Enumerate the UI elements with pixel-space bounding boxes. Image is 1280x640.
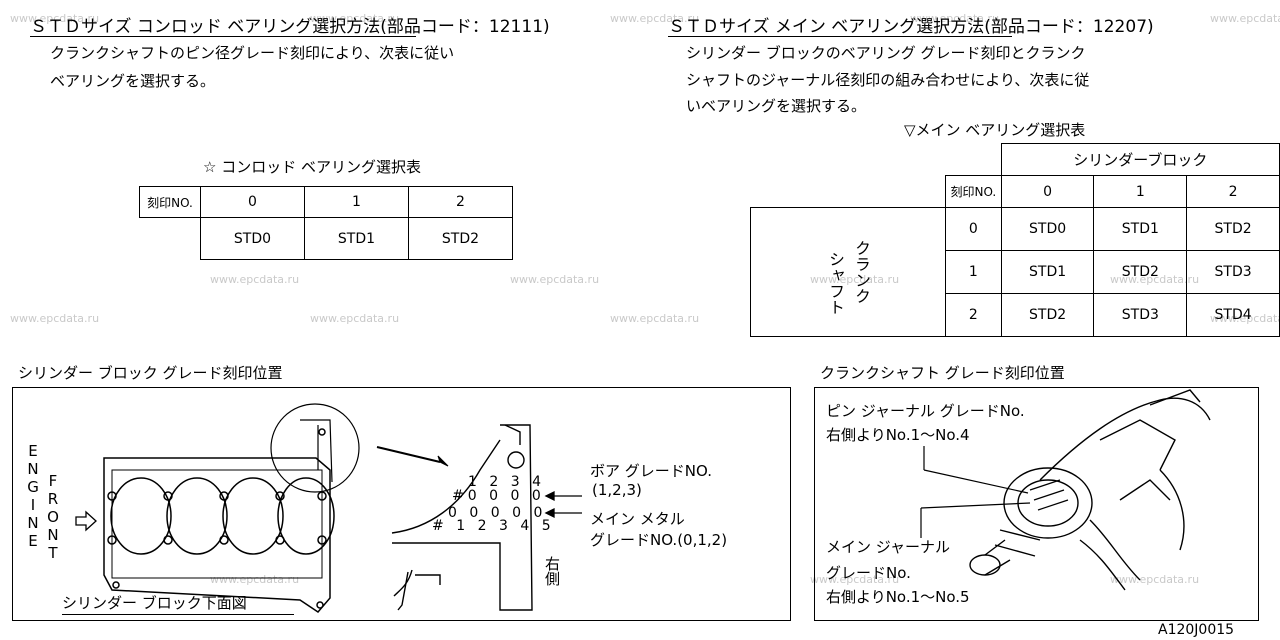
conrod-desc-line1: クランクシャフトのピン径グレード刻印により、次表に従い bbox=[50, 44, 455, 62]
watermark: www.epcdata.ru bbox=[610, 12, 700, 25]
main-journal-label-2: グレードNo. bbox=[826, 564, 911, 582]
engine-front-arrow bbox=[75, 510, 97, 532]
crankshaft-frame bbox=[814, 387, 1259, 621]
conrod-header-label: 刻印NO. bbox=[139, 186, 201, 218]
main-header-label: 刻印NO. bbox=[945, 175, 1002, 208]
engine-label: ENGINE bbox=[24, 442, 42, 550]
main-journal-label-3: 右側よりNo.1～No.5 bbox=[826, 588, 970, 606]
main-desc-line3: いベアリングを選択する。 bbox=[686, 97, 867, 115]
conrod-value-cell: STD0 bbox=[200, 217, 305, 260]
front-label: FRONT bbox=[44, 472, 62, 562]
bore-grade-row: #0 0 0 0 bbox=[452, 488, 545, 504]
watermark: www.epcdata.ru bbox=[210, 573, 300, 586]
bore-grade-label-2: (1,2,3) bbox=[592, 481, 642, 499]
main-row-no: 0 bbox=[945, 207, 1002, 251]
watermark: www.epcdata.ru bbox=[910, 12, 1000, 25]
right-side-label: 右側 bbox=[543, 556, 561, 586]
journal-number-row: # 1 2 3 4 5 bbox=[432, 518, 555, 534]
crank-leader-lines bbox=[920, 446, 1031, 538]
cyl-block-title: シリンダー ブロック グレード刻印位置 bbox=[18, 364, 283, 382]
main-row-no: 1 bbox=[945, 250, 1002, 294]
main-col-header: 2 bbox=[1186, 175, 1280, 208]
cyl-block-bottom-caption: シリンダー ブロック下面図 bbox=[62, 594, 247, 612]
watermark: www.epcdata.ru bbox=[510, 273, 600, 286]
crankshaft-row-label: クランク シャフト bbox=[750, 207, 946, 337]
main-desc-line1: シリンダー ブロックのベアリング グレード刻印とクランク bbox=[686, 44, 1086, 62]
mark-pointer-arrows bbox=[544, 490, 582, 519]
pin-journal-label-1: ピン ジャーナル グレードNo. bbox=[826, 402, 1025, 420]
crankshaft-title: クランクシャフト グレード刻印位置 bbox=[820, 364, 1065, 382]
main-title: ＳＴＤサイズ メイン ベアリング選択方法(部品コード：12207) bbox=[668, 17, 1154, 37]
main-selection-table: シリンダーブロック 刻印NO. 0 1 2 クランク シャフト 0 STD0 S… bbox=[750, 143, 1280, 337]
bore-number-row: 1 2 3 4 bbox=[468, 474, 546, 490]
conrod-title-underline bbox=[30, 36, 416, 37]
main-block-header: シリンダーブロック bbox=[1000, 143, 1280, 176]
main-title-underline bbox=[668, 36, 1012, 37]
main-journal-label-1: メイン ジャーナル bbox=[826, 538, 951, 556]
main-metal-label-2: グレードNO.(0,1,2) bbox=[590, 531, 728, 549]
cyl-block-caption-underline bbox=[62, 614, 294, 615]
watermark: www.epcdata.ru bbox=[310, 12, 400, 25]
main-table-title: ▽メイン ベアリング選択表 bbox=[904, 121, 1086, 139]
main-desc-line2: シャフトのジャーナル径刻印の組み合わせにより、次表に従 bbox=[686, 71, 1090, 89]
main-value-cell: STD4 bbox=[1186, 293, 1280, 337]
pin-journal-label-2: 右側よりNo.1～No.4 bbox=[826, 426, 970, 444]
conrod-table-title: ☆ コンロッド ベアリング選択表 bbox=[203, 158, 421, 176]
crankshaft-drawing bbox=[969, 389, 1211, 591]
conrod-title: ＳＴＤサイズ コンロッド ベアリング選択方法(部品コード：12111) bbox=[30, 17, 550, 37]
conrod-desc-line2: ベアリングを選択する。 bbox=[50, 72, 216, 90]
watermark: www.epcdata.ru bbox=[1110, 573, 1200, 586]
watermark: www.epcdata.ru bbox=[810, 573, 900, 586]
watermark: www.epcdata.ru bbox=[310, 312, 400, 325]
figure-code: A120J0015 bbox=[1158, 622, 1235, 638]
main-value-cell: STD3 bbox=[1093, 293, 1188, 337]
crankshaft-row-label-part1: クランク bbox=[852, 240, 871, 304]
bore-grade-label-1: ボア グレードNO. bbox=[590, 462, 712, 480]
main-value-cell: STD3 bbox=[1186, 250, 1280, 294]
cylinder-block-drawing bbox=[103, 403, 360, 613]
watermark: www.epcdata.ru bbox=[10, 12, 100, 25]
conrod-value-cell: STD2 bbox=[408, 217, 513, 260]
conrod-col-header: 2 bbox=[408, 186, 513, 218]
main-metal-label-1: メイン メタル bbox=[590, 510, 685, 528]
cyl-block-frame bbox=[12, 387, 791, 621]
watermark: www.epcdata.ru bbox=[610, 312, 700, 325]
conrod-col-header: 0 bbox=[200, 186, 305, 218]
main-col-header: 0 bbox=[1000, 175, 1095, 208]
main-value-cell: STD1 bbox=[1093, 207, 1188, 251]
detail-arrow bbox=[376, 446, 441, 463]
conrod-selection-table: 刻印NO. 0 1 2 STD0 STD1 STD2 bbox=[139, 186, 513, 260]
watermark: www.epcdata.ru bbox=[210, 273, 300, 286]
main-metal-grade-row: 0 0 0 0 0 bbox=[448, 505, 547, 521]
block-detail-drawing bbox=[391, 424, 533, 611]
watermark: www.epcdata.ru bbox=[10, 312, 100, 325]
watermark: www.epcdata.ru bbox=[1210, 12, 1280, 25]
crankshaft-row-label-part2: シャフト bbox=[826, 251, 845, 315]
main-value-cell: STD2 bbox=[1000, 293, 1095, 337]
